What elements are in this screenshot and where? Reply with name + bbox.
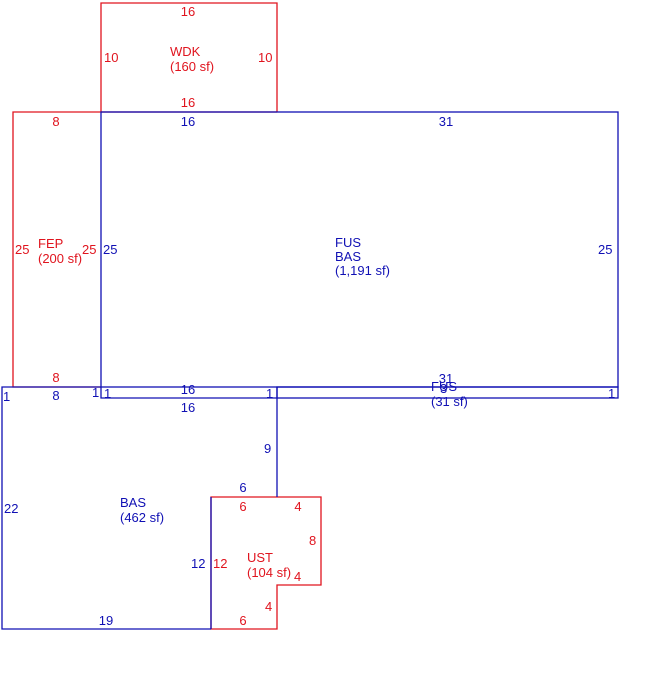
wdk-outline <box>100 2 278 112</box>
dim-strip-16-bottom: 16 <box>181 400 195 415</box>
dim-wdk-bottom: 16 <box>181 95 195 110</box>
dim-main-right: 25 <box>598 242 612 257</box>
dim-small-3: 3 <box>440 381 447 396</box>
bas-name: BAS <box>120 495 146 510</box>
dim-main-top-left: 16 <box>181 114 195 129</box>
bas-outline <box>1 386 211 630</box>
dim-strip-mid-1: 1 <box>266 386 273 401</box>
ust-area: (104 sf) <box>247 565 291 580</box>
dim-wdk-top: 16 <box>181 4 195 19</box>
dim-bas-bottom: 19 <box>99 613 113 628</box>
dim-main-bottom: 31 <box>439 371 453 386</box>
dim-wdk-right: 10 <box>258 50 272 65</box>
dim-bas-left-1: 1 <box>3 389 10 404</box>
fep-name: FEP <box>38 236 63 251</box>
ust-name: UST <box>247 550 273 565</box>
dim-ust-right-8: 8 <box>309 533 316 548</box>
dim-strip-left-1: 1 <box>92 385 99 400</box>
dim-strip-16-top: 16 <box>181 382 195 397</box>
dim-fep-left: 25 <box>15 242 29 257</box>
dim-main-top-right: 31 <box>439 114 453 129</box>
wdk-area: (160 sf) <box>170 59 214 74</box>
dim-strip-right-1: 1 <box>608 386 615 401</box>
small-fus-outline <box>276 386 619 399</box>
dim-ust-bottom-6: 6 <box>239 613 246 628</box>
fus-bas-name2: BAS <box>335 249 361 264</box>
dim-ust-top-6: 6 <box>239 499 246 514</box>
small-fus-area: (31 sf) <box>431 394 468 409</box>
dim-bas-6: 6 <box>239 480 246 495</box>
dim-ust-left-12: 12 <box>213 556 227 571</box>
dim-strip-left-1b: 1 <box>104 386 111 401</box>
fus-bas-area: (1,191 sf) <box>335 263 390 278</box>
dim-bas-12: 12 <box>191 556 205 571</box>
dim-fep-right: 25 <box>82 242 96 257</box>
bas-area: (462 sf) <box>120 510 164 525</box>
dim-ust-notch-4: 4 <box>294 569 301 584</box>
dim-ust-top-4: 4 <box>294 499 301 514</box>
dim-bas-9: 9 <box>264 441 271 456</box>
dim-main-left: 25 <box>103 242 117 257</box>
dim-fep-top: 8 <box>52 114 59 129</box>
dim-ust-inner-4: 4 <box>265 599 272 614</box>
fus-bas-name1: FUS <box>335 235 361 250</box>
dim-bas-left: 22 <box>4 501 18 516</box>
dim-fep-bottom: 8 <box>52 370 59 385</box>
dim-bas-top-8: 8 <box>52 388 59 403</box>
dim-wdk-left: 10 <box>104 50 118 65</box>
fep-area: (200 sf) <box>38 251 82 266</box>
wdk-name: WDK <box>170 44 201 59</box>
small-fus-name: FUS <box>431 379 457 394</box>
